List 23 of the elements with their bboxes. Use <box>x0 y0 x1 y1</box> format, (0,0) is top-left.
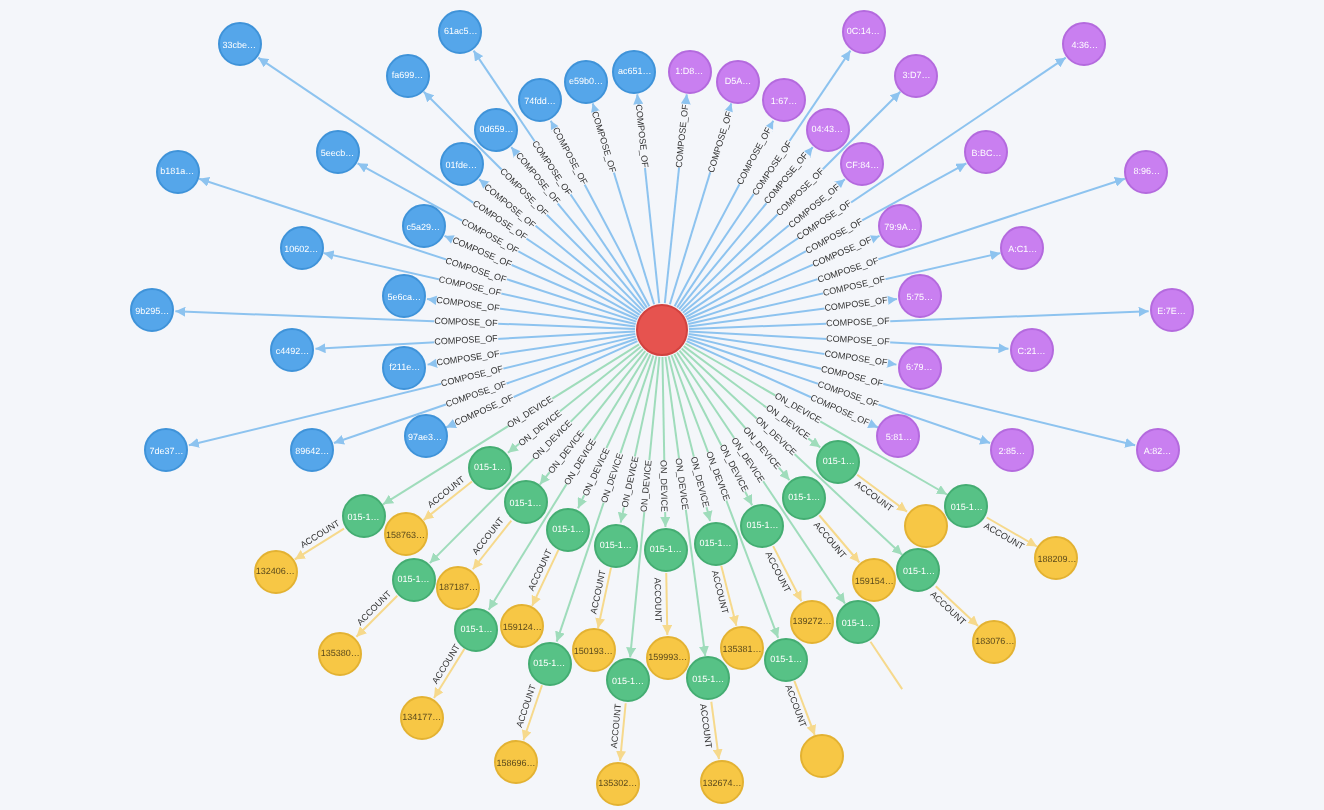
connector-arrow <box>521 684 543 742</box>
connector-arrow <box>471 519 513 571</box>
connector-arrow <box>710 700 723 761</box>
connector-arrow <box>772 545 803 603</box>
connector-arrow <box>818 514 861 564</box>
connector-arrow <box>428 348 644 565</box>
connector-arrow <box>985 516 1038 548</box>
connector-arrow <box>682 345 822 449</box>
connector-arrow <box>934 585 980 627</box>
connector-arrow <box>616 702 627 762</box>
empty-node <box>903 503 948 548</box>
connector-arrow <box>595 566 612 630</box>
connector-arrow <box>531 548 560 607</box>
empty-node <box>800 734 845 779</box>
connector-arrow <box>680 347 904 556</box>
connector-arrow <box>432 647 466 700</box>
connector-arrow <box>662 571 673 636</box>
connector-arrow <box>422 480 473 522</box>
connector-arrow <box>293 527 345 561</box>
connector-arrow <box>720 564 739 627</box>
connector-arrow <box>793 679 816 737</box>
connector-arrow <box>856 473 908 513</box>
connector-arrow <box>355 594 399 638</box>
